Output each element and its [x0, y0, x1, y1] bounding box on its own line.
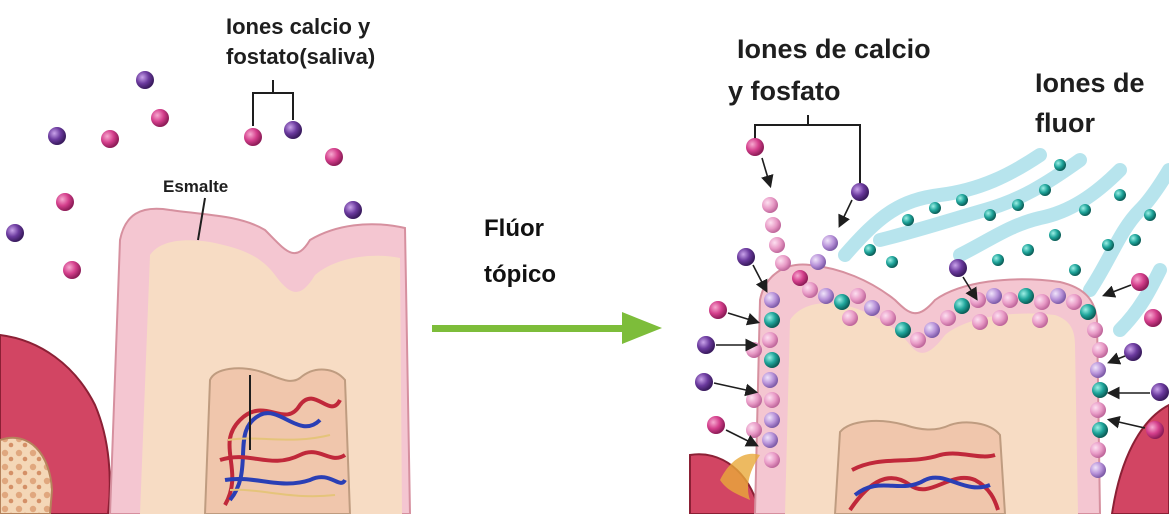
calcium-ion [151, 109, 169, 127]
ions-bracket-right [755, 115, 860, 192]
phosphate-ion [851, 183, 869, 201]
phosphate-ion [284, 121, 302, 139]
pulp-left [205, 368, 350, 514]
right-panel: Iones de calcio y fosfato Iones de fluor [690, 34, 1169, 514]
fluoride-label-line2: fluor [1035, 108, 1095, 138]
calcium-ion [56, 193, 74, 211]
ions-label-left-line2: fostato(saliva) [226, 44, 375, 69]
enamel-label: Esmalte [163, 177, 228, 196]
gum-right-right-side [1112, 405, 1169, 514]
left-panel: Iones calcio y fostato(saliva) Esmalte [0, 14, 410, 514]
calcium-ion [746, 138, 764, 156]
phosphate-ion [136, 71, 154, 89]
fluoride-label-line1: Iones de [1035, 68, 1145, 98]
center-transition: Flúor tópico [432, 215, 662, 344]
ions-bracket-left [253, 80, 293, 126]
phosphate-ion [6, 224, 24, 242]
ions-label-left-line1: Iones calcio y [226, 14, 371, 39]
ion-path-arrow [762, 158, 770, 185]
phosphate-ion [344, 201, 362, 219]
calcium-ion [63, 261, 81, 279]
calcium-ion [244, 128, 262, 146]
ions-label-right-line2: y fosfato [728, 76, 841, 106]
calcium-ion [325, 148, 343, 166]
ion-path-arrow [840, 200, 852, 225]
calcium-ion [101, 130, 119, 148]
phosphate-ion [48, 127, 66, 145]
transition-arrow [432, 312, 662, 344]
topical-fluoride-line1: Flúor [484, 215, 544, 242]
topical-fluoride-line2: tópico [484, 261, 556, 288]
ions-label-right-line1: Iones de calcio [737, 34, 931, 64]
